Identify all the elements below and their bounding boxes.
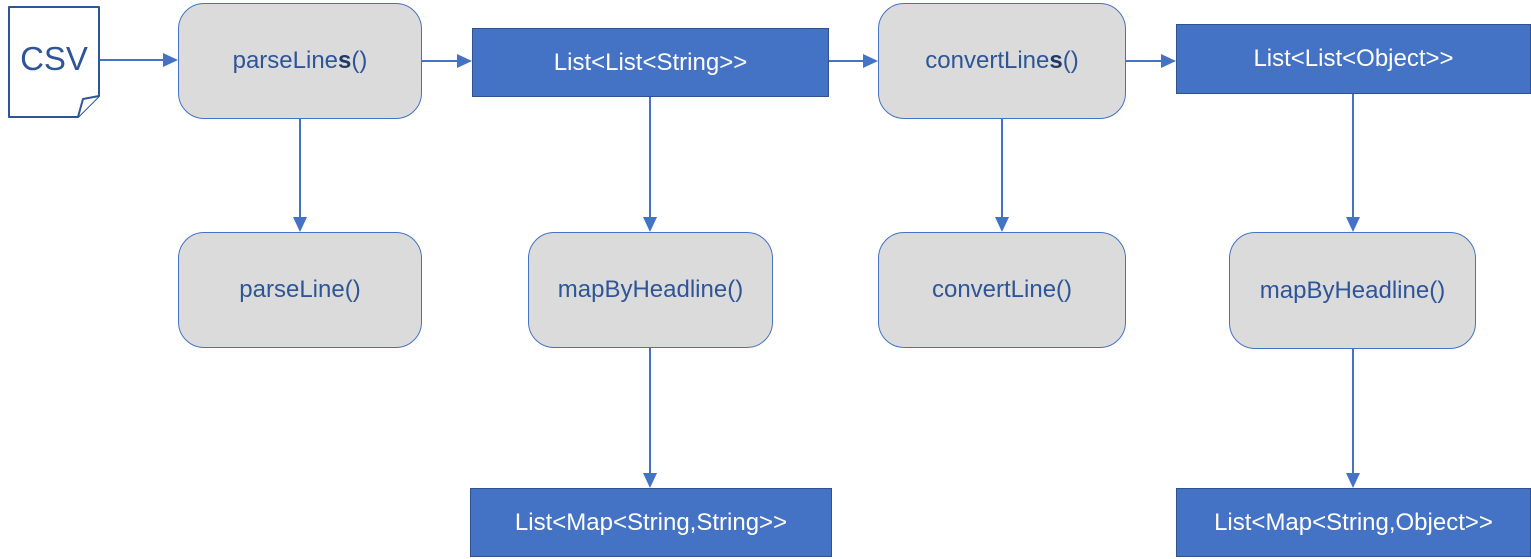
arrow-mapbyheadline-right-to-listmapstringobject	[1352, 349, 1354, 473]
arrow-head-csv-to-parselines	[163, 53, 178, 67]
node-list-map-string-string-label: List<Map<String,String>>	[514, 508, 788, 536]
label-prefix: convertLine	[925, 47, 1050, 74]
arrow-head-convertlines-to-convertline	[995, 217, 1009, 232]
label-bold-suffix: s	[1049, 47, 1063, 74]
arrow-head-listliststring-to-convertlines	[863, 54, 878, 68]
node-mapbyheadline-right: mapByHeadline()	[1229, 232, 1476, 349]
arrow-csv-to-parselines	[100, 59, 163, 61]
arrow-parselines-to-parseline	[299, 119, 301, 217]
arrow-listliststring-to-mapbyheadline-left	[649, 97, 651, 217]
arrow-head-listlistobject-to-mapbyheadline-right	[1346, 217, 1360, 232]
node-list-list-string-label: List<List<String>>	[553, 48, 748, 76]
node-list-list-object: List<List<Object>>	[1176, 24, 1531, 94]
arrow-listliststring-to-convertlines	[829, 60, 863, 62]
arrow-head-mapbyheadline-right-to-listmapstringobject	[1346, 473, 1360, 488]
label-bold-suffix: s	[338, 47, 352, 74]
arrow-parselines-to-listliststring	[422, 60, 457, 62]
node-list-list-string: List<List<String>>	[472, 28, 829, 97]
node-list-map-string-object: List<Map<String,Object>>	[1176, 488, 1531, 557]
node-convertlines-label: convertLines()	[925, 47, 1078, 75]
node-mapbyheadline-left-label: mapByHeadline()	[557, 276, 744, 303]
node-list-list-object-label: List<List<Object>>	[1253, 45, 1454, 72]
node-parseline: parseLine()	[178, 232, 422, 348]
node-parselines-label: parseLines()	[233, 47, 368, 75]
node-parselines: parseLines()	[178, 3, 422, 119]
node-convertline: convertLine()	[878, 232, 1126, 348]
arrow-head-listliststring-to-mapbyheadline-left	[643, 217, 657, 232]
label-prefix: parseLine	[232, 47, 339, 74]
node-convertline-label: convertLine()	[931, 276, 1073, 303]
node-convertlines: convertLines()	[878, 3, 1126, 119]
label-parens: ()	[351, 47, 368, 74]
csv-label: CSV	[20, 40, 88, 77]
node-list-map-string-string: List<Map<String,String>>	[470, 488, 832, 557]
label-parens: ()	[1062, 47, 1079, 74]
node-parseline-label: parseLine()	[239, 276, 361, 303]
arrow-mapbyheadline-left-to-listmapstringstring	[649, 348, 651, 473]
arrow-head-parselines-to-listliststring	[457, 54, 472, 68]
node-mapbyheadline-left: mapByHeadline()	[528, 232, 773, 348]
arrow-listlistobject-to-mapbyheadline-right	[1352, 94, 1354, 217]
arrow-convertlines-to-listlistobject	[1126, 60, 1161, 62]
arrow-convertlines-to-convertline	[1001, 119, 1003, 217]
csv-document-node: CSV	[8, 6, 100, 118]
document-icon: CSV	[8, 6, 100, 118]
arrow-head-parselines-to-parseline	[293, 217, 307, 232]
arrow-head-mapbyheadline-left-to-listmapstringstring	[643, 473, 657, 488]
node-mapbyheadline-right-label: mapByHeadline()	[1259, 276, 1446, 304]
document-fold-corner	[77, 95, 100, 118]
arrow-head-convertlines-to-listlistobject	[1161, 54, 1176, 68]
node-list-map-string-object-label: List<Map<String,Object>>	[1214, 508, 1493, 536]
